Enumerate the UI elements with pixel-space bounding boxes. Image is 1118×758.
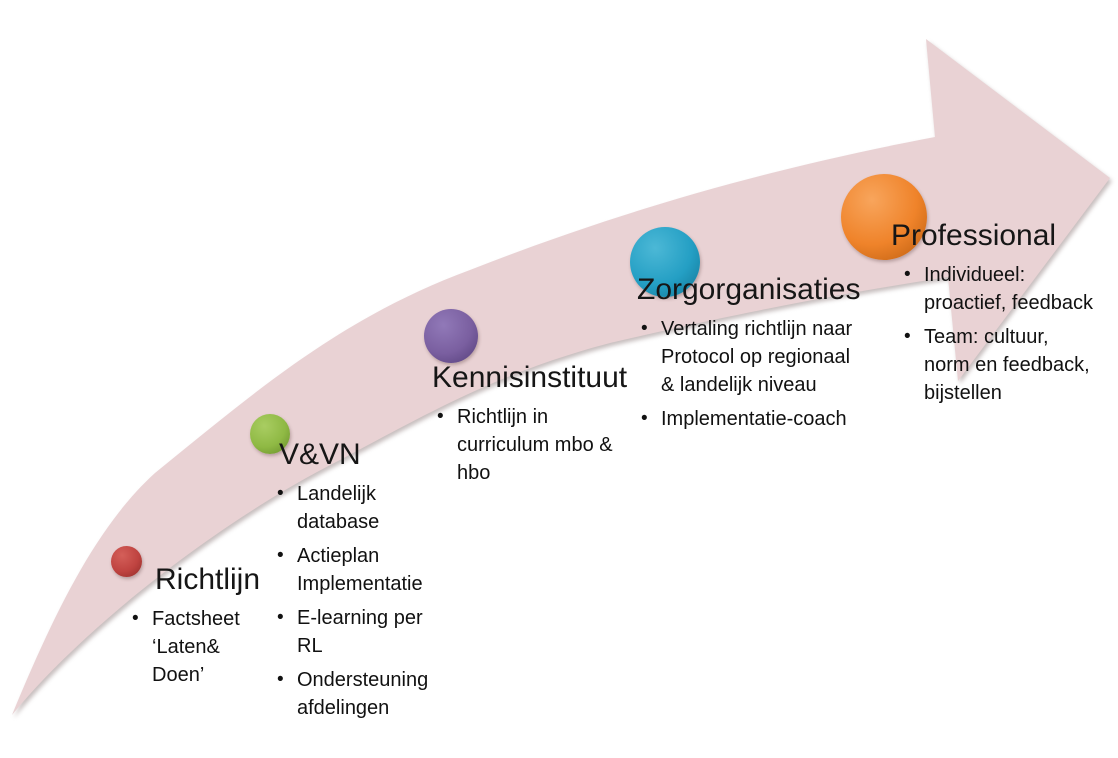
stage-marker-circle-kennisinstituut [424, 309, 478, 363]
bullet-dot-icon: • [641, 318, 648, 339]
stage-marker-circle-zorgorganisaties [630, 227, 700, 297]
bullet-dot-icon: • [437, 406, 444, 427]
stage-title: Professional [891, 219, 1057, 252]
stage-title: Richtlijn [155, 563, 261, 596]
bullet-dot-icon: • [641, 408, 648, 429]
bullet-item: •Ondersteuning afdelingen [277, 666, 452, 722]
bullet-dot-icon: • [904, 264, 911, 285]
bullet-dot-icon: • [132, 608, 139, 629]
bullet-item: •Implementatie-coach [641, 405, 896, 433]
bullet-item: •Team: cultuur, norm en feedback, bijste… [904, 323, 1118, 407]
bullet-dot-icon: • [277, 607, 284, 628]
bullet-item: •Richtlijn in curriculum mbo & hbo [437, 403, 652, 487]
stage-marker-circle-professional [841, 174, 927, 260]
bullet-dot-icon: • [904, 326, 911, 347]
bullet-item: •Individueel: proactief, feedback [904, 261, 1118, 317]
stage-kennisinstituut: Kennisinstituut •Richtlijn in curriculum… [432, 360, 652, 493]
stage-title: V&VN [279, 438, 361, 471]
bullet-item: •E-learning per RL [277, 604, 452, 660]
stage-bullets: •Richtlijn in curriculum mbo & hbo [437, 403, 652, 487]
curved-arrow-shape [12, 39, 1110, 715]
stage-richtlijn: Richtlijn •Factsheet ‘Laten& Doen’ [132, 562, 277, 695]
bullet-item: •Vertaling richtlijn naar Protocol op re… [641, 315, 896, 399]
stage-bullets: •Individueel: proactief, feedback •Team:… [904, 261, 1118, 407]
stage-marker-circle-vvn [250, 414, 290, 454]
stage-title: Kennisinstituut [432, 361, 628, 394]
bullet-dot-icon: • [277, 545, 284, 566]
stage-marker-circle-richtlijn [111, 546, 142, 577]
stage-title: Zorgorganisaties [637, 273, 861, 306]
bullet-dot-icon: • [277, 483, 284, 504]
bullet-item: •Factsheet ‘Laten& Doen’ [132, 605, 277, 689]
bullet-dot-icon: • [277, 669, 284, 690]
stage-bullets: •Factsheet ‘Laten& Doen’ [132, 605, 277, 689]
stage-vvn: V&VN •Landelijk database •Actieplan Impl… [277, 437, 452, 728]
stage-zorgorganisaties: Zorgorganisaties •Vertaling richtlijn na… [637, 272, 896, 439]
bullet-item: •Landelijk database [277, 480, 452, 536]
stage-professional: Professional •Individueel: proactief, fe… [891, 218, 1118, 413]
bullet-item: •Actieplan Implementatie [277, 542, 452, 598]
stage-bullets: •Landelijk database •Actieplan Implement… [277, 480, 452, 722]
stage-bullets: •Vertaling richtlijn naar Protocol op re… [641, 315, 896, 433]
